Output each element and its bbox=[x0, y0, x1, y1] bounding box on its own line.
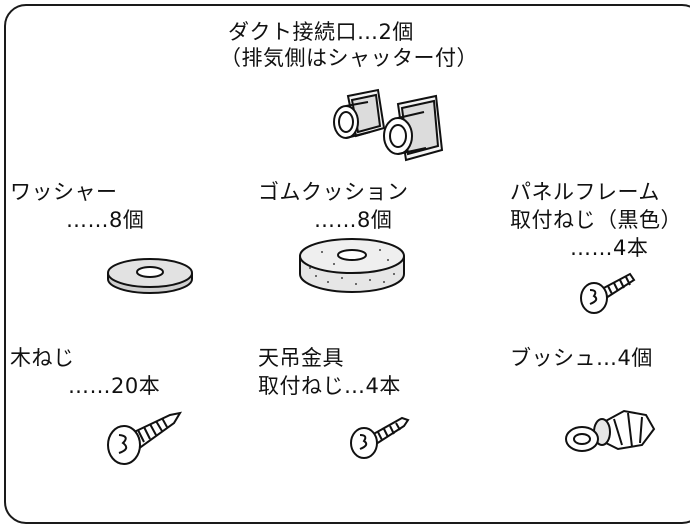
panel-screw-label-line2: 取付ねじ（黒色） bbox=[510, 208, 682, 232]
rubber-cushion-label-line1: ゴムクッション bbox=[258, 180, 409, 204]
rubber-cushion-label-line2: ……8個 bbox=[314, 208, 393, 232]
panel-screw-label-line1: パネルフレーム bbox=[510, 180, 660, 204]
wood-screw-label-line1: 木ねじ bbox=[10, 346, 75, 370]
duct-label-line2: （排気側はシャッター付） bbox=[220, 46, 478, 70]
ceiling-screw-label-line1: 天吊金具 bbox=[258, 346, 344, 370]
duct-connector-illustration bbox=[326, 84, 446, 164]
bush-label-line1: ブッシュ…4個 bbox=[510, 346, 653, 370]
wood-screw-illustration bbox=[104, 405, 184, 469]
panel-screw-label-line3: ……4本 bbox=[570, 236, 649, 260]
ceiling-bracket-screw-illustration bbox=[348, 410, 412, 460]
duct-label-line1: ダクト接続口…2個 bbox=[228, 20, 414, 44]
panel-frame-screw-illustration bbox=[578, 266, 640, 316]
washer-illustration bbox=[104, 255, 196, 295]
rubber-cushion-illustration bbox=[296, 236, 408, 296]
wood-screw-label-line2: ……20本 bbox=[68, 374, 161, 398]
washer-label-line1: ワッシャー bbox=[10, 180, 118, 204]
washer-label-line2: ……8個 bbox=[66, 208, 145, 232]
ceiling-screw-label-line2: 取付ねじ…4本 bbox=[258, 374, 401, 398]
bush-illustration bbox=[562, 405, 662, 465]
